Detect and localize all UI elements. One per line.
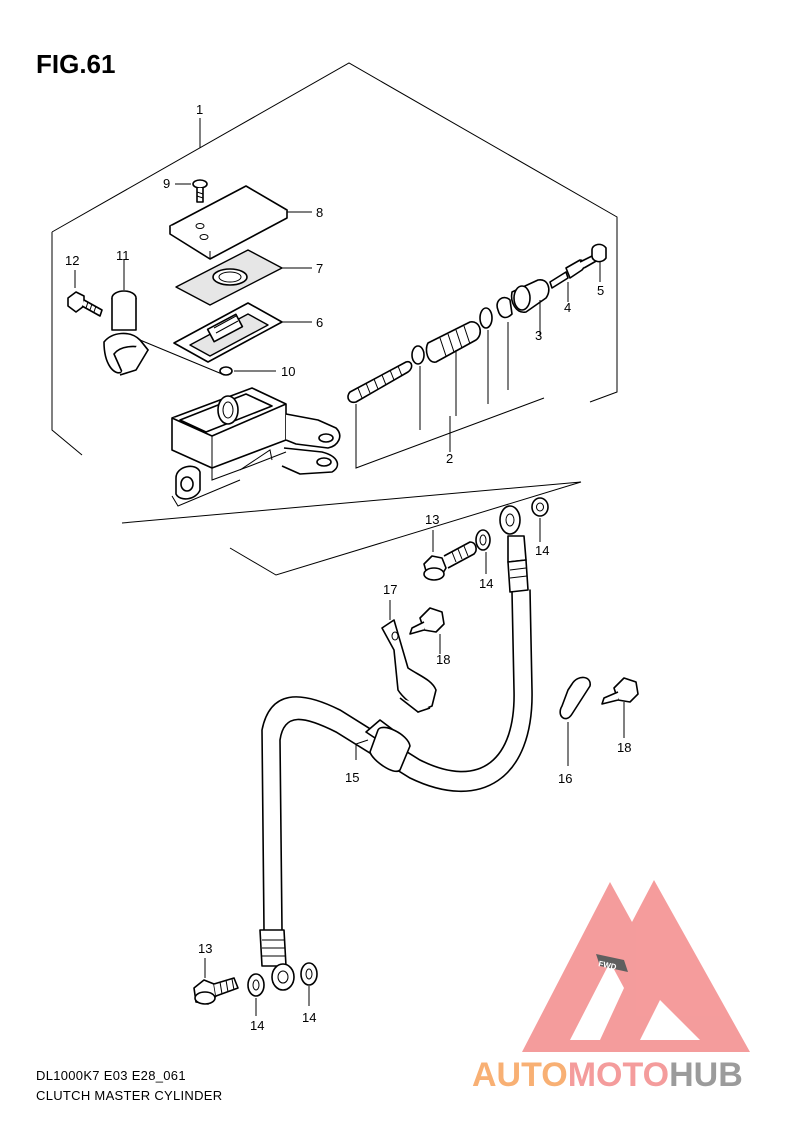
callout-2: 2: [446, 451, 453, 466]
callout-15: 15: [345, 770, 359, 785]
washer-part: [475, 497, 549, 574]
callout-14-d: 14: [302, 1010, 316, 1025]
watermark-triangle-logo: [522, 880, 750, 1052]
callout-18-b: 18: [617, 740, 631, 755]
callout-12: 12: [65, 253, 79, 268]
callout-13-lower: 13: [198, 941, 212, 956]
piston-kit-part: [347, 307, 545, 469]
watermark-hub: HUB: [669, 1056, 743, 1094]
union-bolt-lower-part: [193, 958, 239, 1005]
callout-7: 7: [316, 261, 323, 276]
callout-8: 8: [316, 205, 323, 220]
callout-3: 3: [535, 328, 542, 343]
plate-part: [175, 249, 312, 306]
assembly-outline: [51, 62, 618, 576]
callout-16: 16: [558, 771, 572, 786]
figure-title: FIG.61: [36, 49, 115, 79]
screw-part: [175, 179, 208, 203]
hose-bracket-part: [381, 600, 437, 713]
bolt-part: [67, 270, 103, 317]
callout-14-b: 14: [535, 543, 549, 558]
washer-lower-part: [247, 962, 318, 1016]
caption-code: DL1000K7 E03 E28_061: [36, 1068, 186, 1083]
nut-part: [591, 243, 607, 282]
clutch-hose-part: [259, 505, 533, 991]
union-bolt-upper-part: [423, 530, 477, 581]
watermark-auto: AUTO: [472, 1056, 568, 1094]
master-cylinder-body: [171, 387, 341, 507]
watermark-moto: MOTO: [568, 1056, 669, 1094]
callout-labels: 1 9 8 12 11 7 6 10 5 4 3 2 13 14 14 17 1…: [65, 102, 631, 1033]
callout-1: 1: [196, 102, 203, 117]
callout-11: 11: [116, 248, 130, 263]
callout-9: 9: [163, 176, 170, 191]
clamp-clip-part: [559, 676, 591, 766]
svg-text:AUTOMOTOHUB: AUTOMOTOHUB: [472, 1056, 743, 1094]
pushrod-part: [549, 253, 599, 302]
callout-17: 17: [383, 582, 397, 597]
clamp-holder-part: [103, 260, 223, 376]
caption-title: CLUTCH MASTER CYLINDER: [36, 1088, 222, 1103]
clip-part: [219, 366, 276, 376]
callout-6: 6: [316, 315, 323, 330]
bracket-bolt-part: [409, 607, 639, 738]
automotohub-watermark: FWD AUTOMOTOHUB: [472, 880, 750, 1094]
diaphragm-part: [173, 302, 312, 363]
callout-13-upper: 13: [425, 512, 439, 527]
callout-5: 5: [597, 283, 604, 298]
callout-18-a: 18: [436, 652, 450, 667]
callout-14-c: 14: [250, 1018, 264, 1033]
callout-14-a: 14: [479, 576, 493, 591]
callout-10: 10: [281, 364, 295, 379]
callout-4: 4: [564, 300, 571, 315]
circlip-boot-part: [496, 279, 550, 390]
fwd-badge: FWD: [598, 959, 618, 972]
reservoir-cap-part: [169, 185, 312, 260]
